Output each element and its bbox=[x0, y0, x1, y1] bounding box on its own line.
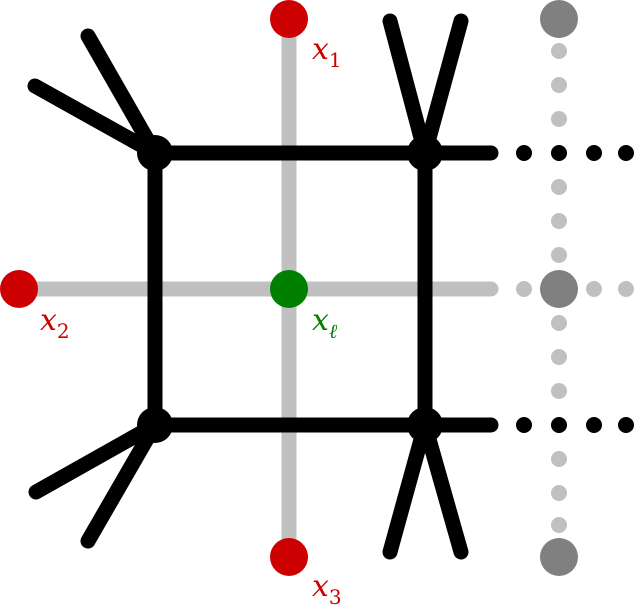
label-x1-sub: 1 bbox=[329, 48, 342, 72]
leg bbox=[27, 78, 163, 161]
vertices bbox=[137, 135, 443, 443]
black-dot bbox=[618, 417, 634, 433]
node-xl bbox=[270, 270, 308, 308]
black-dot bbox=[618, 145, 634, 161]
grey-dot bbox=[551, 77, 567, 93]
black-dot bbox=[516, 145, 532, 161]
grey-nodes bbox=[540, 0, 578, 576]
black-dot bbox=[551, 145, 567, 161]
label-x3-sub: 3 bbox=[329, 585, 342, 609]
label-x3: x3 bbox=[312, 569, 342, 609]
leg bbox=[382, 417, 433, 560]
grey-dot bbox=[551, 349, 567, 365]
label-x2: x2 bbox=[40, 303, 70, 343]
label-xl-sub: ℓ bbox=[329, 319, 338, 343]
black-dotted-continuation bbox=[516, 145, 634, 433]
grey-dot bbox=[551, 213, 567, 229]
grey-dot bbox=[551, 485, 567, 501]
grey-dot bbox=[551, 247, 567, 263]
black-dot bbox=[551, 417, 567, 433]
leg bbox=[80, 28, 163, 161]
grey-dot bbox=[551, 383, 567, 399]
label-x2-sub: 2 bbox=[57, 319, 70, 343]
grey-node bbox=[540, 270, 578, 308]
vertex bbox=[407, 135, 443, 171]
grey-dot bbox=[516, 281, 532, 297]
vertex bbox=[137, 407, 173, 443]
grey-dot bbox=[551, 517, 567, 533]
node-x3 bbox=[270, 538, 308, 576]
vertex bbox=[407, 407, 443, 443]
grey-dot bbox=[551, 43, 567, 59]
node-x2 bbox=[0, 270, 38, 308]
black-dot bbox=[516, 417, 532, 433]
red-nodes bbox=[0, 0, 308, 576]
leg bbox=[417, 417, 469, 560]
black-dot bbox=[586, 417, 602, 433]
grey-dot bbox=[551, 179, 567, 195]
node-x1 bbox=[270, 0, 308, 38]
leg bbox=[382, 13, 433, 161]
grey-dot bbox=[551, 111, 567, 127]
leg bbox=[80, 417, 163, 549]
grey-node bbox=[540, 538, 578, 576]
grey-dot bbox=[586, 281, 602, 297]
grey-dot bbox=[618, 281, 634, 297]
label-x2-base: x bbox=[40, 303, 57, 338]
vertex bbox=[137, 135, 173, 171]
leg bbox=[28, 417, 163, 500]
label-x3-base: x bbox=[312, 569, 329, 604]
grey-node bbox=[540, 0, 578, 38]
grey-dot bbox=[551, 451, 567, 467]
label-x1-base: x bbox=[312, 32, 329, 67]
leg bbox=[417, 13, 469, 161]
label-x1: x1 bbox=[312, 32, 342, 72]
label-xl-base: x bbox=[312, 303, 329, 338]
black-dot bbox=[586, 145, 602, 161]
label-xl: xℓ bbox=[312, 303, 338, 343]
grey-dot bbox=[551, 315, 567, 331]
